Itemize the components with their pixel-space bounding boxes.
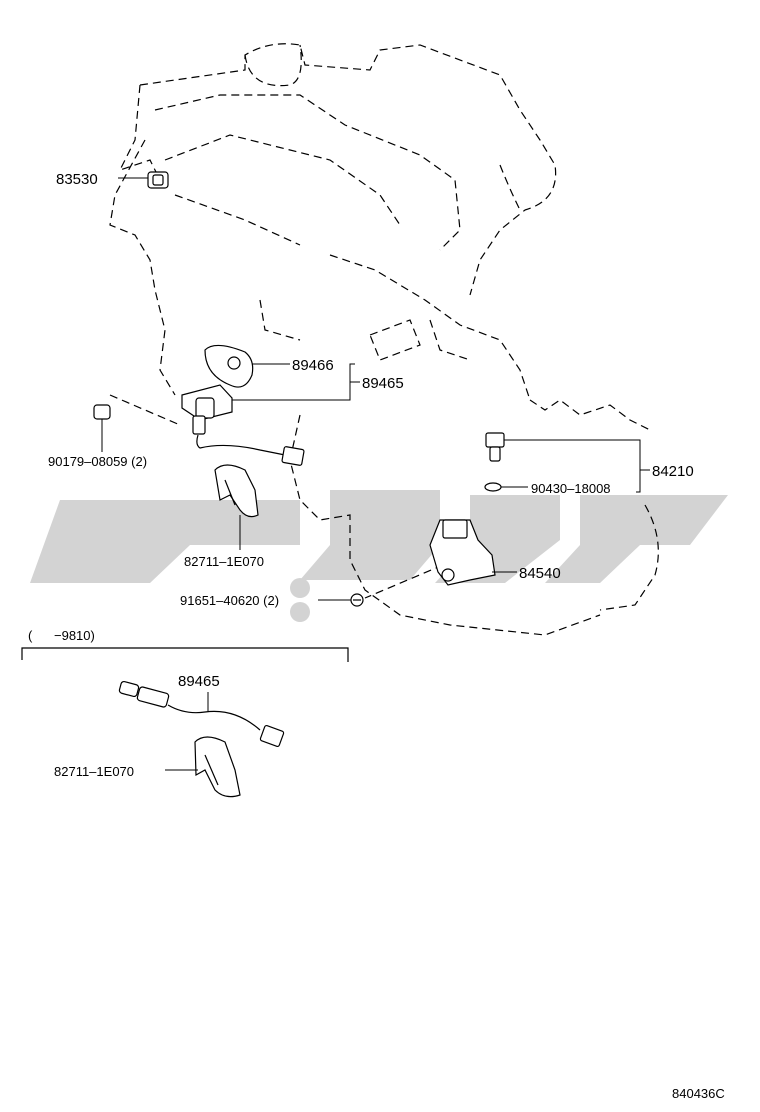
label-90179: 90179–08059 (2) [48,454,147,469]
label-82711-upper: 82711–1E070 [184,554,264,569]
label-84540: 84540 [519,565,561,582]
label-90430: 90430–18008 [531,481,611,496]
label-84210: 84210 [652,463,694,480]
part-89466-gasket [204,344,290,388]
label-82711-lower: 82711–1E070 [54,764,134,779]
label-89466: 89466 [292,357,334,374]
watermark-logo [30,490,728,622]
label-89465-upper: 89465 [362,375,404,392]
part-91651-bolt [318,593,364,607]
diagram-code: 840436C [672,1086,725,1101]
engine-outline [109,43,659,636]
part-90179-nut [93,404,111,452]
part-84540-switch [429,519,517,586]
part-84210-sensor [484,432,650,493]
part-82711-clamp-lower [165,736,241,798]
label-91651: 91651–40620 (2) [180,593,279,608]
part-89465-sensor-lower [118,680,285,747]
variant-range-label: ( −9810) [28,628,95,643]
variant-bracket [21,647,349,662]
part-82711-clamp-upper [214,464,259,550]
label-89465-lower: 89465 [178,673,220,690]
part-83530-switch [118,171,169,189]
label-83530: 83530 [56,171,98,188]
part-89465-sensor-upper [181,363,360,466]
